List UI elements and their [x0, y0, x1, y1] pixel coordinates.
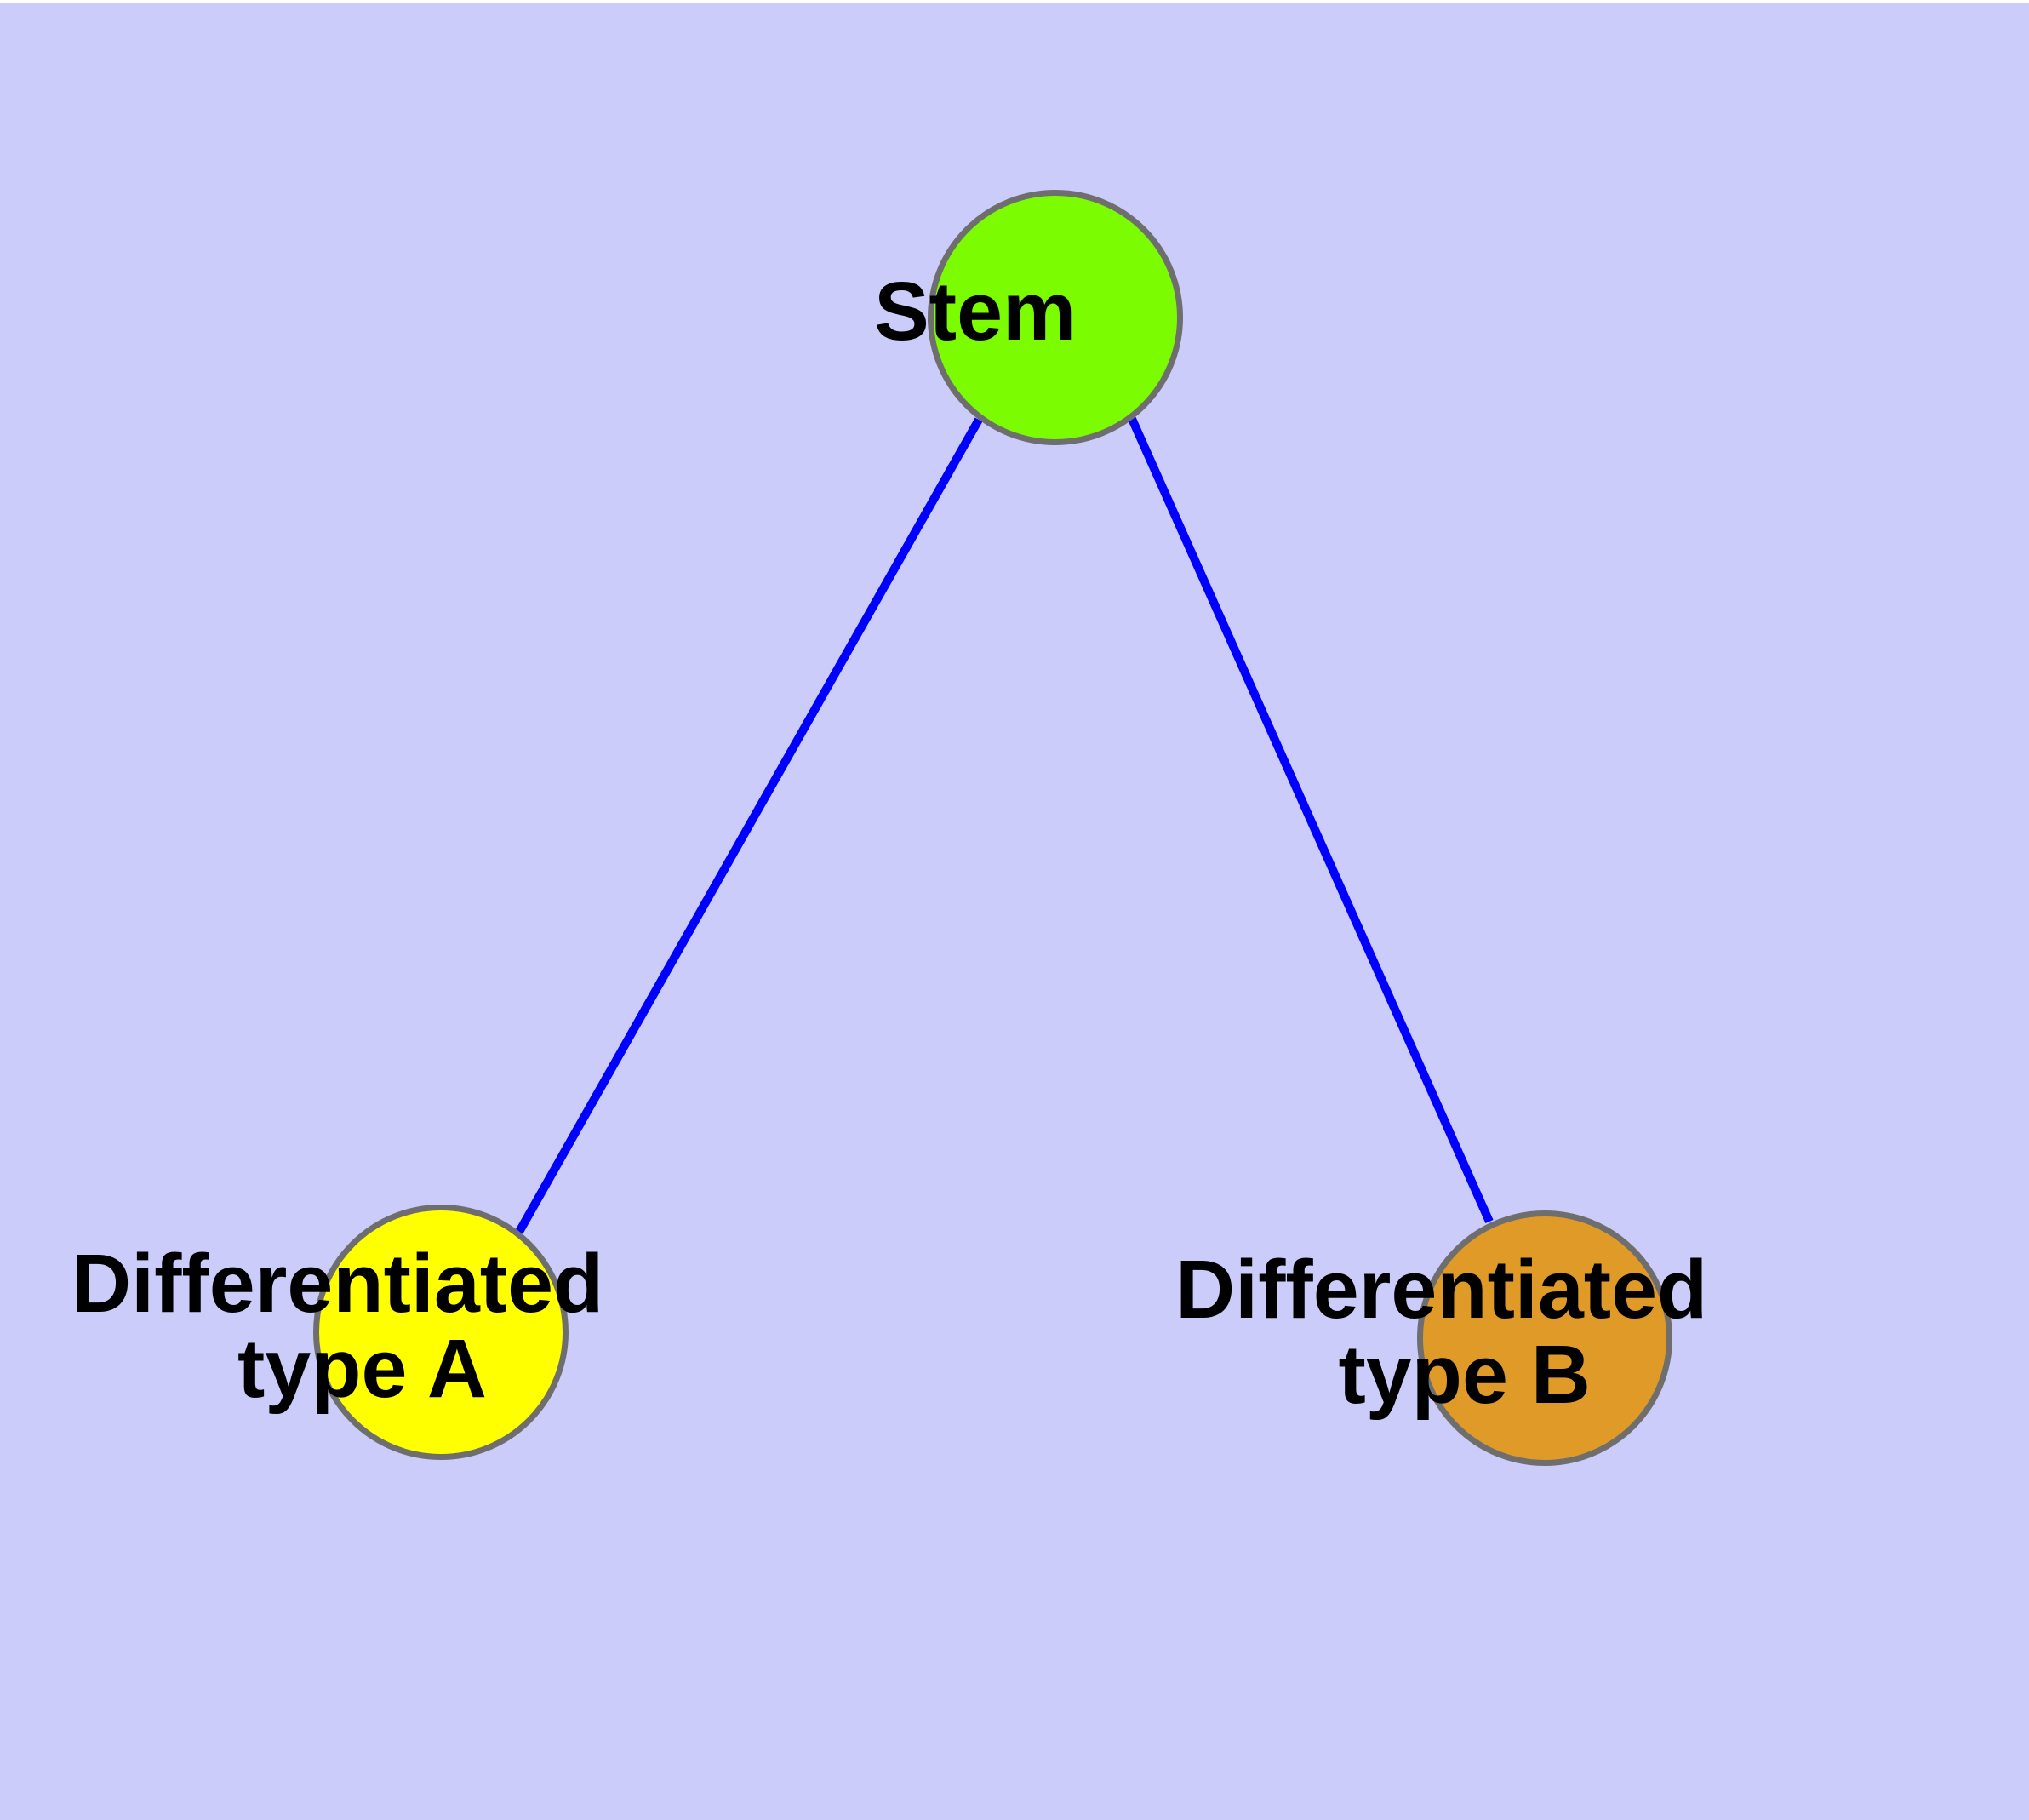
node-differentiated-type-b-circle[interactable]	[1417, 1210, 1672, 1466]
node-differentiated-type-b-label: Differentiated type B	[1175, 1243, 1707, 1421]
node-stem-circle[interactable]	[928, 190, 1183, 445]
edge-stem-to-differentiated-type-a[interactable]	[515, 417, 983, 1234]
edge-stem-to-differentiated-type-b[interactable]	[1128, 416, 1494, 1224]
node-differentiated-type-a-label-line-1: Differentiated	[71, 1237, 603, 1330]
node-differentiated-type-a-label: Differentiated type A	[0, 0, 810, 1415]
label-layer: Stem Differentiated type A Differentiate…	[0, 0, 1707, 1421]
node-differentiated-type-a[interactable]	[313, 1205, 569, 1460]
node-layer	[313, 190, 1672, 1466]
node-stem[interactable]	[928, 190, 1183, 445]
node-differentiated-type-b-label-line-1: Differentiated	[1175, 1243, 1707, 1336]
node-differentiated-type-a-circle[interactable]	[313, 1205, 569, 1460]
node-differentiated-type-b-label-line-2: type B	[1338, 1328, 1590, 1421]
edge-layer	[515, 416, 1494, 1234]
node-differentiated-type-a-label-line-2: type A	[237, 1322, 485, 1415]
node-stem-label: Stem	[0, 0, 1237, 358]
node-stem-label-line-1: Stem	[874, 265, 1076, 358]
node-differentiated-type-b[interactable]	[1417, 1210, 1672, 1466]
